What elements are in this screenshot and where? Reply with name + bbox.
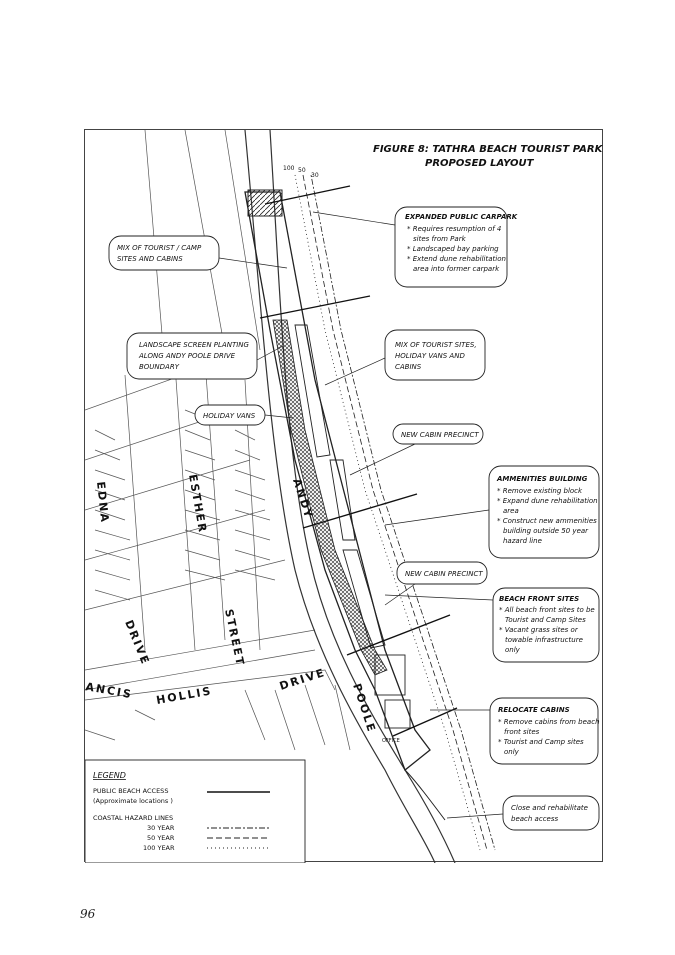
svg-text:* Tourist and Camp sites: * Tourist and Camp sites [498, 738, 584, 746]
andy-poole-drive-road [244, 129, 436, 864]
svg-text:area: area [503, 507, 519, 515]
svg-text:* Requires resumption of 4: * Requires resumption of 4 [407, 225, 501, 233]
callout-new-cabin-1: NEW CABIN PRECINCT [349, 423, 484, 476]
svg-text:HOLIDAY VANS: HOLIDAY VANS [203, 412, 256, 420]
residential-blocks [84, 129, 351, 831]
svg-text:ALONG ANDY POOLE DRIVE: ALONG ANDY POOLE DRIVE [138, 352, 236, 360]
closed-beach-access [404, 769, 446, 821]
svg-text:SITES AND CABINS: SITES AND CABINS [117, 255, 183, 263]
street-esther: ESTHER [186, 473, 209, 534]
expanded-carpark [247, 189, 283, 217]
legend-hazard-title: COASTAL HAZARD LINES [93, 814, 173, 822]
svg-text:BOUNDARY: BOUNDARY [139, 363, 180, 371]
street-ancis: ANCIS [85, 680, 134, 701]
svg-text:NEW CABIN PRECINCT: NEW CABIN PRECINCT [401, 431, 479, 439]
page-number: 96 [80, 907, 96, 921]
site-blocks [294, 324, 411, 729]
legend-access-1: PUBLIC BEACH ACCESS [93, 787, 168, 795]
street-poole: POOLE [350, 682, 378, 735]
landscape-screen-planting [272, 319, 388, 676]
svg-text:LANDSCAPE SCREEN PLANTING: LANDSCAPE SCREEN PLANTING [139, 341, 250, 349]
callout-holiday-vans: HOLIDAY VANS [194, 404, 294, 426]
callout-carpark: EXPANDED PUBLIC CARPARK * Requires resum… [312, 206, 518, 288]
callout-relocate: RELOCATE CABINS * Remove cabins from bea… [430, 697, 600, 765]
svg-text:MIX OF TOURIST SITES,: MIX OF TOURIST SITES, [395, 341, 477, 349]
beach-access-lines [259, 185, 458, 737]
legend-access-2: (Approximate locations ) [93, 797, 173, 805]
street-drive-main: DRIVE [278, 666, 327, 693]
callout-landscape: LANDSCAPE SCREEN PLANTING ALONG ANDY POO… [126, 332, 284, 380]
svg-text:sites from Park: sites from Park [413, 235, 467, 243]
callout-beach-front: BEACH FRONT SITES * All beach front site… [384, 587, 600, 663]
svg-text:only: only [505, 646, 521, 654]
callout-mix-camp: MIX OF TOURIST / CAMP SITES AND CABINS [108, 235, 288, 271]
svg-text:towable infrastructure: towable infrastructure [505, 636, 583, 644]
street-drive-edna: DRIVE [122, 618, 152, 667]
hazard-label-100: 100 [283, 165, 295, 172]
map-figure: FIGURE 8: TATHRA BEACH TOURIST PARK - PR… [84, 129, 610, 864]
street-street: STREET [222, 608, 247, 668]
svg-text:* Expand dune rehabilitation: * Expand dune rehabilitation [497, 497, 598, 505]
svg-text:* Extend dune rehabilitation: * Extend dune rehabilitation [407, 255, 506, 263]
svg-text:* All beach front sites to be: * All beach front sites to be [499, 606, 595, 614]
hazard-label-30: 30 [311, 172, 319, 179]
callout-mix-vans: MIX OF TOURIST SITES, HOLIDAY VANS AND C… [324, 329, 486, 386]
figure-title-line2: PROPOSED LAYOUT [425, 158, 535, 169]
svg-text:HOLIDAY VANS AND: HOLIDAY VANS AND [395, 352, 465, 360]
svg-text:EXPANDED PUBLIC CARPARK: EXPANDED PUBLIC CARPARK [405, 213, 518, 221]
svg-text:Close and rehabilitate: Close and rehabilitate [511, 804, 588, 812]
svg-text:* Landscaped bay parking: * Landscaped bay parking [407, 245, 499, 253]
legend-50-year: 50 YEAR [147, 834, 175, 842]
svg-text:AMMENITIES BUILDING: AMMENITIES BUILDING [496, 475, 588, 483]
callout-amenities: AMMENITIES BUILDING * Remove existing bl… [384, 465, 600, 559]
svg-text:CABINS: CABINS [395, 363, 422, 371]
svg-text:* Construct new ammenities: * Construct new ammenities [497, 517, 597, 525]
office-label: OFFICE [382, 738, 400, 744]
hazard-label-50: 50 [298, 167, 306, 174]
legend: LEGEND PUBLIC BEACH ACCESS (Approximate … [84, 759, 306, 864]
callout-new-cabin-2: NEW CABIN PRECINCT [384, 561, 488, 606]
svg-text:beach access: beach access [511, 815, 558, 823]
legend-100-year: 100 YEAR [143, 844, 175, 852]
svg-text:* Remove cabins from beach: * Remove cabins from beach [498, 718, 600, 726]
figure-title-line1: FIGURE 8: TATHRA BEACH TOURIST PARK - [373, 144, 604, 155]
callout-close-access: Close and rehabilitate beach access [446, 795, 600, 831]
street-edna: EDNA [94, 481, 111, 525]
legend-30-year: 30 YEAR [147, 824, 175, 832]
svg-text:Tourist and Camp Sites: Tourist and Camp Sites [505, 616, 586, 624]
svg-text:BEACH FRONT SITES: BEACH FRONT SITES [499, 595, 579, 603]
svg-text:MIX OF TOURIST / CAMP: MIX OF TOURIST / CAMP [117, 244, 202, 252]
svg-text:NEW CABIN PRECINCT: NEW CABIN PRECINCT [405, 570, 483, 578]
svg-text:RELOCATE CABINS: RELOCATE CABINS [498, 706, 570, 714]
svg-text:area into former carpark: area into former carpark [413, 265, 500, 273]
svg-text:* Remove existing block: * Remove existing block [497, 487, 583, 495]
svg-text:hazard line: hazard line [503, 537, 542, 545]
svg-text:building outside 50 year: building outside 50 year [503, 527, 589, 535]
svg-text:* Vacant grass sites or: * Vacant grass sites or [499, 626, 579, 634]
svg-text:only: only [504, 748, 520, 756]
legend-title: LEGEND [93, 771, 126, 780]
svg-text:front sites: front sites [504, 728, 540, 736]
